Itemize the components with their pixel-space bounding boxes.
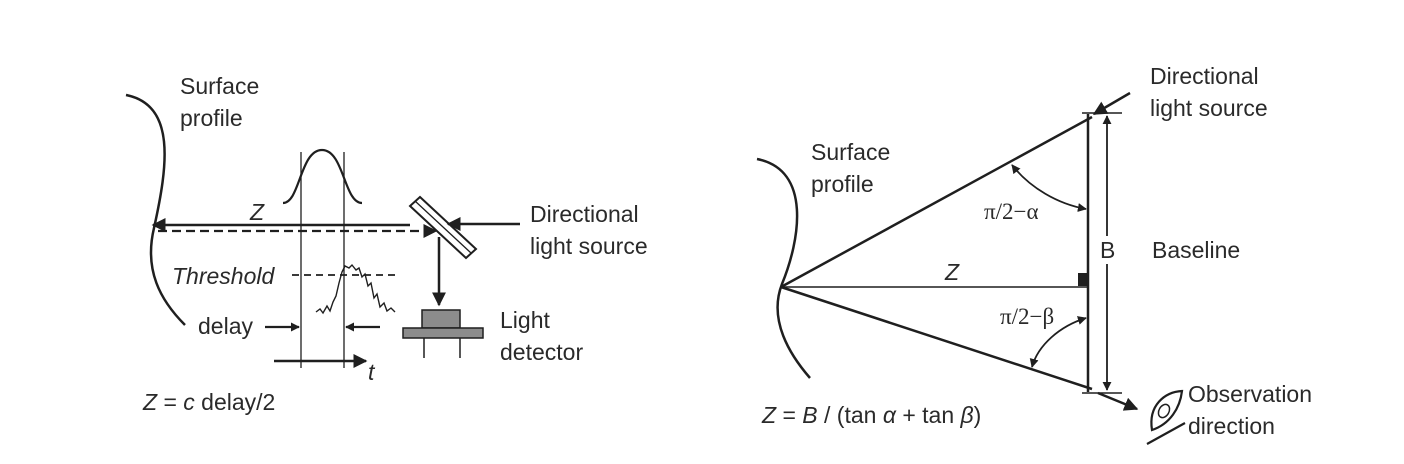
right-surface-label-line2: profile bbox=[811, 171, 874, 197]
observation-label-line2: direction bbox=[1188, 413, 1275, 439]
beta-angle-arc bbox=[1029, 316, 1087, 368]
light-detector-icon bbox=[402, 309, 484, 358]
alpha-angle-label: π/2−α bbox=[984, 199, 1039, 224]
right-surface-profile-curve bbox=[756, 157, 811, 379]
light-detector-label-line2: detector bbox=[500, 339, 583, 365]
observation-label-line1: Observation bbox=[1188, 381, 1312, 407]
delay-label: delay bbox=[198, 313, 253, 339]
right-formula-eq: = bbox=[776, 402, 802, 428]
eye-icon bbox=[1146, 389, 1186, 445]
left-formula-z: Z bbox=[142, 389, 158, 415]
observation-ray-line bbox=[780, 285, 1093, 391]
light-detector-label-line1: Light bbox=[500, 307, 550, 333]
right-formula-beta: β bbox=[960, 402, 974, 428]
right-formula-end: ) bbox=[974, 402, 982, 428]
right-light-source-label-line2: light source bbox=[1150, 95, 1268, 121]
baseline-letter-backdrop bbox=[1099, 236, 1116, 264]
alpha-angle-arc bbox=[1011, 164, 1087, 213]
left-formula-c: c bbox=[183, 389, 195, 415]
left-z-label: Z bbox=[249, 199, 265, 225]
received-noisy-pulse bbox=[315, 263, 396, 315]
right-angle-marker bbox=[1078, 273, 1088, 286]
observation-direction-arrow bbox=[1097, 391, 1139, 411]
left-light-source-label-line1: Directional bbox=[530, 201, 639, 227]
right-light-source-label-line1: Directional bbox=[1150, 63, 1259, 89]
threshold-label: Threshold bbox=[172, 263, 275, 289]
right-panel: Surface profile Z B Baseline Directional… bbox=[756, 63, 1312, 445]
left-formula: Z = c delay/2 bbox=[142, 389, 275, 415]
right-formula-alpha: α bbox=[883, 402, 897, 428]
left-surface-profile-curve bbox=[125, 93, 186, 326]
right-formula-z: Z bbox=[761, 402, 777, 428]
left-light-source-label-line2: light source bbox=[530, 233, 648, 259]
right-formula-mid2: + tan bbox=[896, 402, 961, 428]
left-formula-rest: delay/2 bbox=[195, 389, 276, 415]
beam-splitter-mirror bbox=[408, 195, 478, 260]
left-surface-label-line2: profile bbox=[180, 105, 243, 131]
right-light-source-arrow bbox=[1092, 91, 1131, 116]
right-surface-label-line1: Surface bbox=[811, 139, 890, 165]
emitted-pulse bbox=[282, 148, 363, 205]
right-formula: Z = B / (tan α + tan β) bbox=[761, 402, 981, 428]
right-formula-b: B bbox=[802, 402, 817, 428]
right-z-label: Z bbox=[944, 259, 960, 285]
light-ray-line bbox=[780, 115, 1093, 289]
left-surface-label-line1: Surface bbox=[180, 73, 259, 99]
baseline-letter: B bbox=[1100, 237, 1115, 263]
beta-angle-label: π/2−β bbox=[1000, 304, 1054, 329]
left-panel: Surface profile Z Directional light sour… bbox=[125, 73, 648, 415]
baseline-label: Baseline bbox=[1152, 237, 1240, 263]
left-formula-eq: = bbox=[157, 389, 183, 415]
t-label: t bbox=[368, 359, 376, 385]
right-formula-mid1: / (tan bbox=[818, 402, 883, 428]
